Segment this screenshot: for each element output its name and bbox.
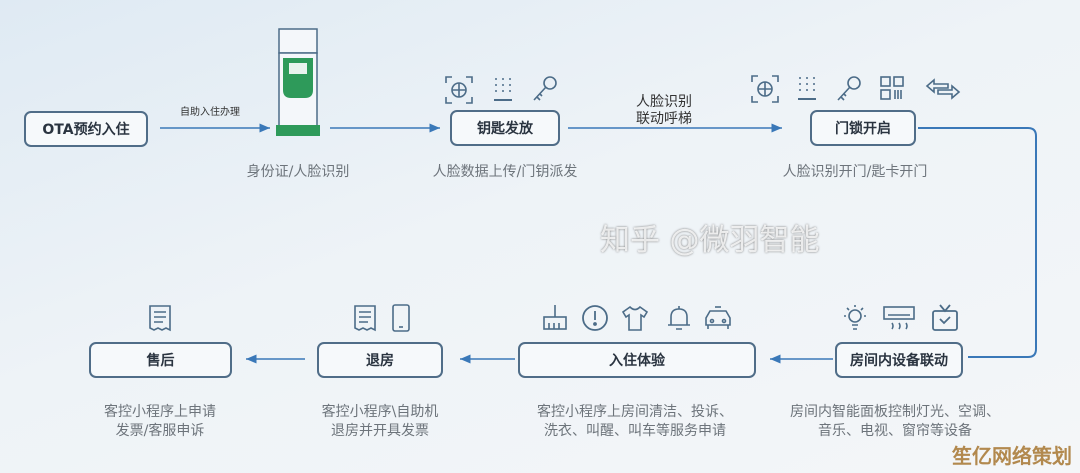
key-icon — [837, 76, 861, 101]
watermark-zhihu: 知乎 @微羽智能 — [600, 223, 820, 258]
wake-up-bell-icon — [668, 306, 690, 330]
edge-label-self-checkin: 自助入住办理 — [180, 107, 240, 118]
node-stay-experience: 入住体验 — [518, 342, 756, 378]
face-recognition-icon — [751, 75, 779, 103]
kiosk-icon — [276, 28, 320, 136]
air-conditioner-icon — [883, 306, 915, 330]
swap-arrows-icon — [925, 78, 961, 100]
caption-device-2: 音乐、电视、窗帘等设备 — [818, 423, 972, 439]
caption-checkout-2: 退房并开具发票 — [331, 423, 429, 439]
complaint-alert-icon — [582, 305, 608, 331]
caption-aftersale-1: 客控小程序上申请 — [104, 404, 216, 420]
qr-code-icon — [880, 76, 904, 100]
node-after-sales: 售后 — [89, 342, 232, 378]
caption-kiosk: 身份证/人脸识别 — [246, 164, 350, 180]
cleaning-broom-icon — [543, 305, 567, 330]
node-door-unlock: 门锁开启 — [810, 110, 916, 146]
light-bulb-icon — [844, 305, 866, 330]
node-room-devices: 房间内设备联动 — [835, 342, 963, 378]
keypad-icon — [494, 78, 512, 101]
key-icon — [533, 76, 557, 101]
receipt-icon — [149, 305, 171, 332]
receipt-icon — [354, 305, 376, 332]
node-checkout: 退房 — [317, 342, 443, 378]
caption-stay-2: 洗衣、叫醒、叫车等服务申请 — [544, 423, 726, 439]
face-recognition-icon — [445, 76, 473, 104]
keypad-icon — [798, 77, 816, 100]
node-ota-booking: OTA预约入住 — [24, 111, 148, 147]
caption-key: 人脸数据上传/门钥派发 — [432, 164, 578, 180]
edge-label-face-line1: 人脸识别 — [636, 94, 692, 110]
watermark-corner: 笙亿网络策划 — [952, 444, 1072, 468]
caption-lock: 人脸识别开门/匙卡开门 — [782, 164, 928, 180]
node-key-issue: 钥匙发放 — [450, 110, 560, 146]
edge-label-face-line2: 联动呼梯 — [636, 111, 692, 127]
mobile-phone-icon — [392, 304, 410, 332]
tv-icon — [932, 304, 958, 331]
caption-stay-1: 客控小程序上房间清洁、投诉、 — [537, 404, 733, 420]
caption-checkout-1: 客控小程序\自助机 — [321, 404, 439, 420]
laundry-shirt-icon — [621, 305, 649, 331]
caption-aftersale-2: 发票/客服申诉 — [115, 423, 205, 439]
taxi-car-icon — [705, 306, 731, 329]
caption-device-1: 房间内智能面板控制灯光、空调、 — [790, 404, 1000, 420]
